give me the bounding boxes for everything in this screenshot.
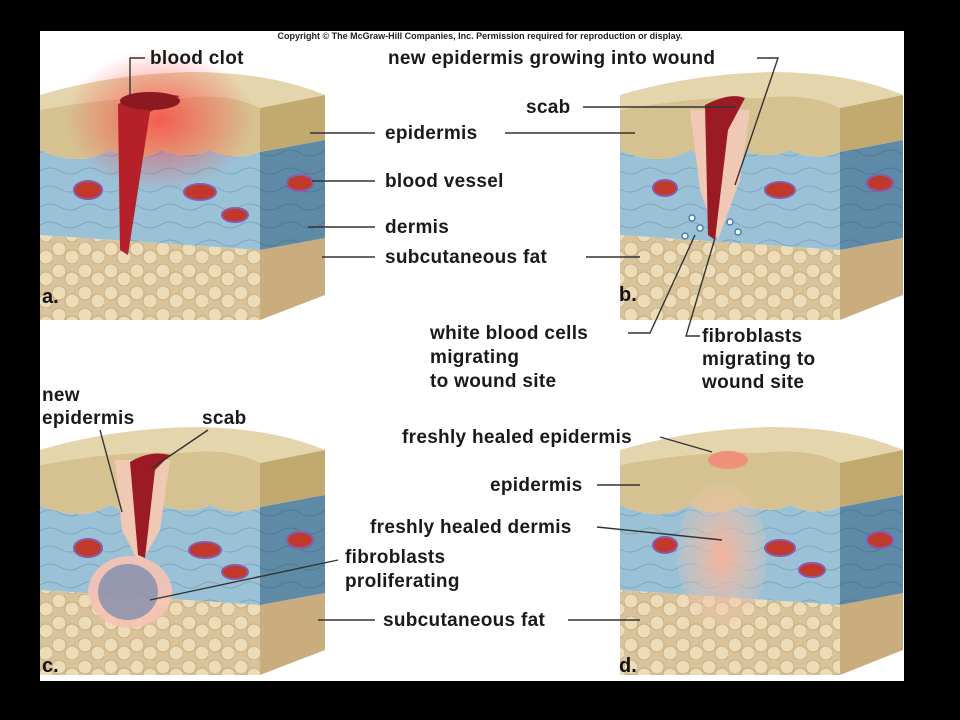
label-new-epidermis-c-2: epidermis	[42, 408, 135, 429]
panel-a-dermis-side	[260, 140, 325, 250]
leader-fibroblasts-c	[149, 559, 339, 601]
panel-b-epidermis-side	[840, 95, 903, 152]
panel-b-skin-block	[620, 72, 903, 320]
panel-c-epidermis-side	[260, 450, 325, 507]
label-fibroblasts-c-2: proliferating	[345, 571, 460, 592]
panel-d-vessel-4	[866, 531, 894, 549]
panel-a-leader-lines	[129, 57, 375, 258]
panel-c-scab	[130, 453, 170, 558]
panel-c-skin-block	[40, 427, 325, 675]
label-blood-clot: blood clot	[150, 48, 244, 69]
leader-freshly-healed-epidermis	[659, 436, 713, 453]
label-blood-vessel: blood vessel	[385, 171, 504, 192]
panel-d-epidermis-side	[840, 450, 903, 507]
panel-d-leader-lines	[568, 436, 723, 621]
label-white-blood-cells-1: white blood cells	[430, 323, 589, 344]
label-dermis: dermis	[385, 217, 450, 238]
copyright-notice: Copyright © The McGraw-Hill Companies, I…	[277, 31, 683, 41]
leader-blood-clot	[129, 57, 145, 95]
panel-c-vessel-1	[73, 538, 103, 558]
panel-b-vessel-1	[652, 179, 678, 197]
panel-a-blood-clot	[118, 94, 180, 255]
panel-b-epidermis-top	[620, 72, 903, 110]
panel-b-leader-lines	[505, 57, 779, 337]
leader-freshly-healed-dermis	[596, 526, 723, 541]
leader-new-epidermis-c	[99, 429, 123, 513]
label-fibroblasts-c-1: fibroblasts	[345, 547, 446, 568]
panel-d-fat-side	[840, 593, 903, 675]
panel-a-epidermis-side	[260, 95, 325, 152]
label-white-blood-cells-2: migrating	[430, 347, 520, 368]
panel-b-scab	[705, 96, 745, 241]
panel-a-vessel-3	[221, 207, 249, 223]
panel-d-healed-dermis	[677, 483, 767, 627]
panel-c-fibroblast-core	[98, 564, 158, 620]
panel-a-skin-block	[40, 50, 325, 320]
panel-d-vessel-1	[652, 536, 678, 554]
panel-c-vessel-2	[188, 541, 222, 559]
label-scab-c: scab	[202, 408, 247, 429]
label-fibroblasts-b-3: wound site	[702, 372, 805, 393]
label-fibroblasts-b-1: fibroblasts	[702, 326, 803, 347]
panel-b-fat-layer	[620, 235, 840, 320]
label-new-epidermis-b: new epidermis growing into wound	[388, 48, 716, 69]
panel-b-vessel-3	[866, 174, 894, 192]
panel-c-vessel-3	[221, 564, 249, 580]
label-subcutaneous-fat-a: subcutaneous fat	[385, 247, 548, 268]
panel-a-vessel-2	[183, 183, 217, 201]
panel-d-dermis-side	[840, 495, 903, 605]
leader-scab-c	[151, 429, 209, 469]
panel-d-vessel-2	[764, 539, 796, 557]
panel-b-dermis-side	[840, 140, 903, 250]
panel-letter-a: a.	[42, 286, 59, 308]
label-white-blood-cells-3: to wound site	[430, 371, 557, 392]
panel-a-vessel-4	[286, 174, 314, 192]
panel-a-clot-top	[120, 92, 180, 110]
panel-letter-b: b.	[619, 284, 637, 306]
label-epidermis-d: epidermis	[490, 475, 583, 496]
label-epidermis-a: epidermis	[385, 123, 478, 144]
label-new-epidermis-c-1: new	[42, 385, 80, 406]
panel-d-skin-block	[620, 427, 903, 675]
panel-a-fat-layer	[40, 235, 260, 320]
panel-c-fat-side	[260, 593, 325, 675]
panel-a-wound-glow	[65, 50, 255, 190]
label-fibroblasts-b-2: migrating to	[702, 349, 816, 370]
panel-letter-c: c.	[42, 655, 59, 677]
panel-c-dermis-side	[260, 495, 325, 605]
panel-b-vessel-2	[764, 181, 796, 199]
label-subcutaneous-fat-d: subcutaneous fat	[383, 610, 546, 631]
panel-d-fat-layer	[620, 590, 840, 675]
panel-a-fat-side	[260, 238, 325, 320]
label-freshly-healed-dermis: freshly healed dermis	[370, 517, 572, 538]
panel-c-leader-lines	[99, 429, 375, 621]
leader-fibroblasts-b	[685, 237, 716, 337]
panel-d-healed-epidermis	[708, 451, 748, 469]
panel-b-white-blood-cells	[681, 214, 742, 240]
panel-c-epidermis-top	[40, 427, 325, 465]
leader-new-epidermis-b	[734, 57, 779, 186]
panel-a-vessel-1	[73, 180, 103, 200]
panel-d-epidermis-top	[620, 427, 903, 465]
leader-white-blood-cells	[628, 234, 696, 334]
panel-c-vessel-4	[286, 531, 314, 549]
label-freshly-healed-epidermis: freshly healed epidermis	[402, 427, 633, 448]
panel-letter-d: d.	[619, 655, 637, 677]
panel-b-fat-side	[840, 238, 903, 320]
label-scab-b: scab	[526, 97, 571, 118]
panel-d-vessel-3	[798, 562, 826, 578]
panel-d-epidermis-layer	[620, 451, 840, 514]
